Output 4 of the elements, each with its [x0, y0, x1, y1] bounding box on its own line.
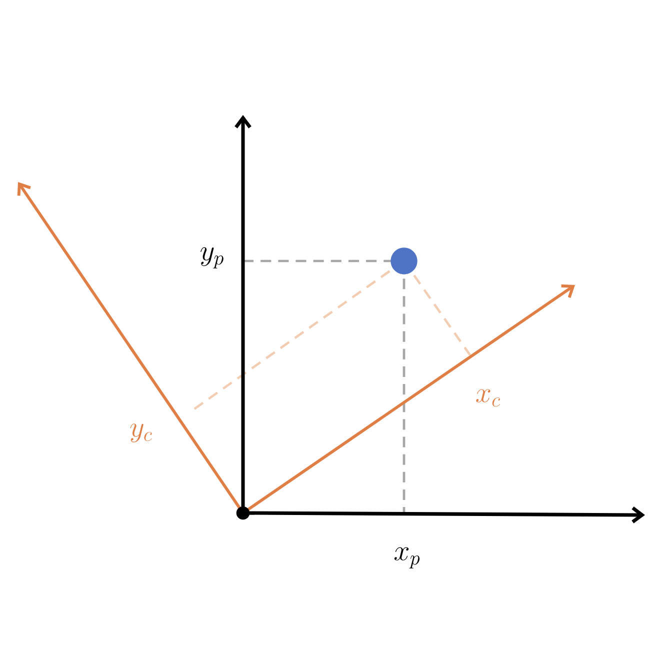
axis-label: $y_p$: [200, 247, 224, 268]
axis-label: $y_c$: [130, 424, 152, 442]
axis-label: $x_p$: [394, 547, 420, 568]
axis-label: $x_c$: [476, 389, 500, 407]
